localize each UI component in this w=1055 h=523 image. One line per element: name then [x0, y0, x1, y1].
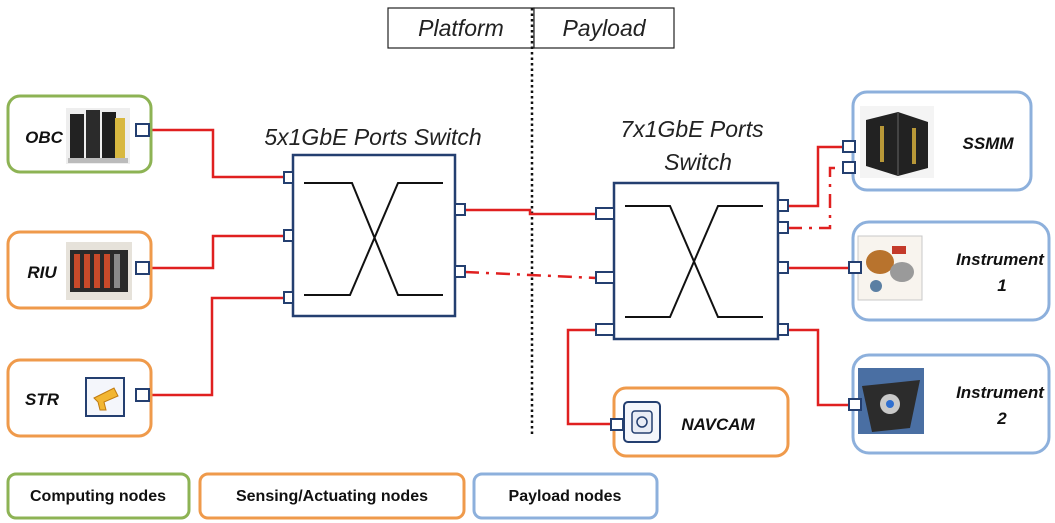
instrument-1-label-line1: Instrument: [956, 250, 1045, 269]
ssmm-label: SSMM: [963, 134, 1015, 153]
instrument-2-label-line2: 2: [996, 409, 1007, 428]
right-switch-label-line1: 7x1GbE Ports: [620, 116, 764, 142]
legend-payload-label: Payload nodes: [509, 488, 622, 505]
left-switch-port: [454, 265, 466, 278]
legend-sensing-label: Sensing/Actuating nodes: [236, 488, 428, 505]
navcam-port: [610, 418, 624, 431]
legend-payload-box: [472, 472, 659, 520]
instrument-2-image: [858, 368, 924, 434]
link-str-switch: [149, 296, 285, 397]
left-switch-label: 5x1GbE Ports Switch: [264, 124, 481, 150]
redundant-links: [464, 166, 843, 280]
str-label: STR: [25, 390, 60, 409]
str-node: STR: [6, 358, 153, 438]
instrument-2-node: Instrument 2: [848, 353, 1051, 455]
riu-node: RIU: [6, 230, 153, 310]
str-port: [135, 388, 150, 402]
link-switch-instrument2: [788, 328, 849, 407]
platform-header-box: [387, 7, 535, 49]
obc-node: OBC: [6, 94, 153, 174]
right-switch-port: [777, 261, 789, 274]
riu-label: RIU: [27, 263, 57, 282]
platform-label: Platform: [418, 15, 504, 41]
right-switch-port: [595, 323, 615, 336]
ssmm-image: [860, 106, 934, 178]
legend-computing-label: Computing nodes: [30, 488, 166, 505]
left-switch-port: [283, 291, 294, 304]
obc-port: [135, 123, 150, 137]
camera-icon: [623, 401, 661, 443]
obc-label: OBC: [25, 128, 64, 147]
right-switch-port: [595, 207, 615, 220]
right-switch-port: [595, 271, 615, 284]
ssmm-node: SSMM: [842, 90, 1033, 192]
left-switch-port: [283, 171, 294, 184]
network-links: [149, 128, 849, 426]
left-switch: [283, 153, 466, 318]
link-switch-switch-redundant: [464, 270, 597, 280]
obc-image: [66, 108, 130, 164]
instrument-1-port: [848, 261, 862, 274]
link-switch-ssmm-redundant: [788, 166, 843, 230]
link-riu-switch: [149, 234, 285, 270]
right-switch-port: [777, 323, 789, 336]
navcam-node: NAVCAM: [610, 386, 790, 458]
right-switch-port: [777, 221, 789, 234]
riu-image: [66, 242, 132, 300]
left-switch-port: [283, 229, 294, 242]
right-switch-label-line2: Switch: [664, 149, 732, 175]
riu-port: [135, 261, 150, 275]
instrument-1-node: Instrument 1: [848, 220, 1051, 322]
link-switch-navcam: [566, 328, 611, 426]
legend-computing-box: [6, 472, 191, 520]
link-switch-switch: [465, 208, 596, 216]
link-obc-switch: [149, 128, 285, 179]
ssmm-port: [842, 161, 856, 174]
navcam-label: NAVCAM: [681, 415, 755, 434]
payload-label: Payload: [562, 15, 646, 41]
legend-sensing-box: [198, 472, 466, 520]
star-tracker-icon: [85, 377, 125, 417]
ssmm-port: [842, 140, 856, 153]
right-switch-port: [777, 199, 789, 212]
link-switch-ssmm: [788, 145, 843, 208]
right-switch: [595, 181, 789, 341]
instrument-2-label-line1: Instrument: [956, 383, 1045, 402]
instrument-1-label-line2: 1: [997, 276, 1006, 295]
instrument-2-port: [848, 398, 862, 411]
instrument-1-image: [857, 235, 923, 301]
legend: Computing nodes Sensing/Actuating nodes …: [6, 472, 659, 520]
payload-header-box: [533, 7, 675, 49]
left-switch-port: [454, 203, 466, 216]
